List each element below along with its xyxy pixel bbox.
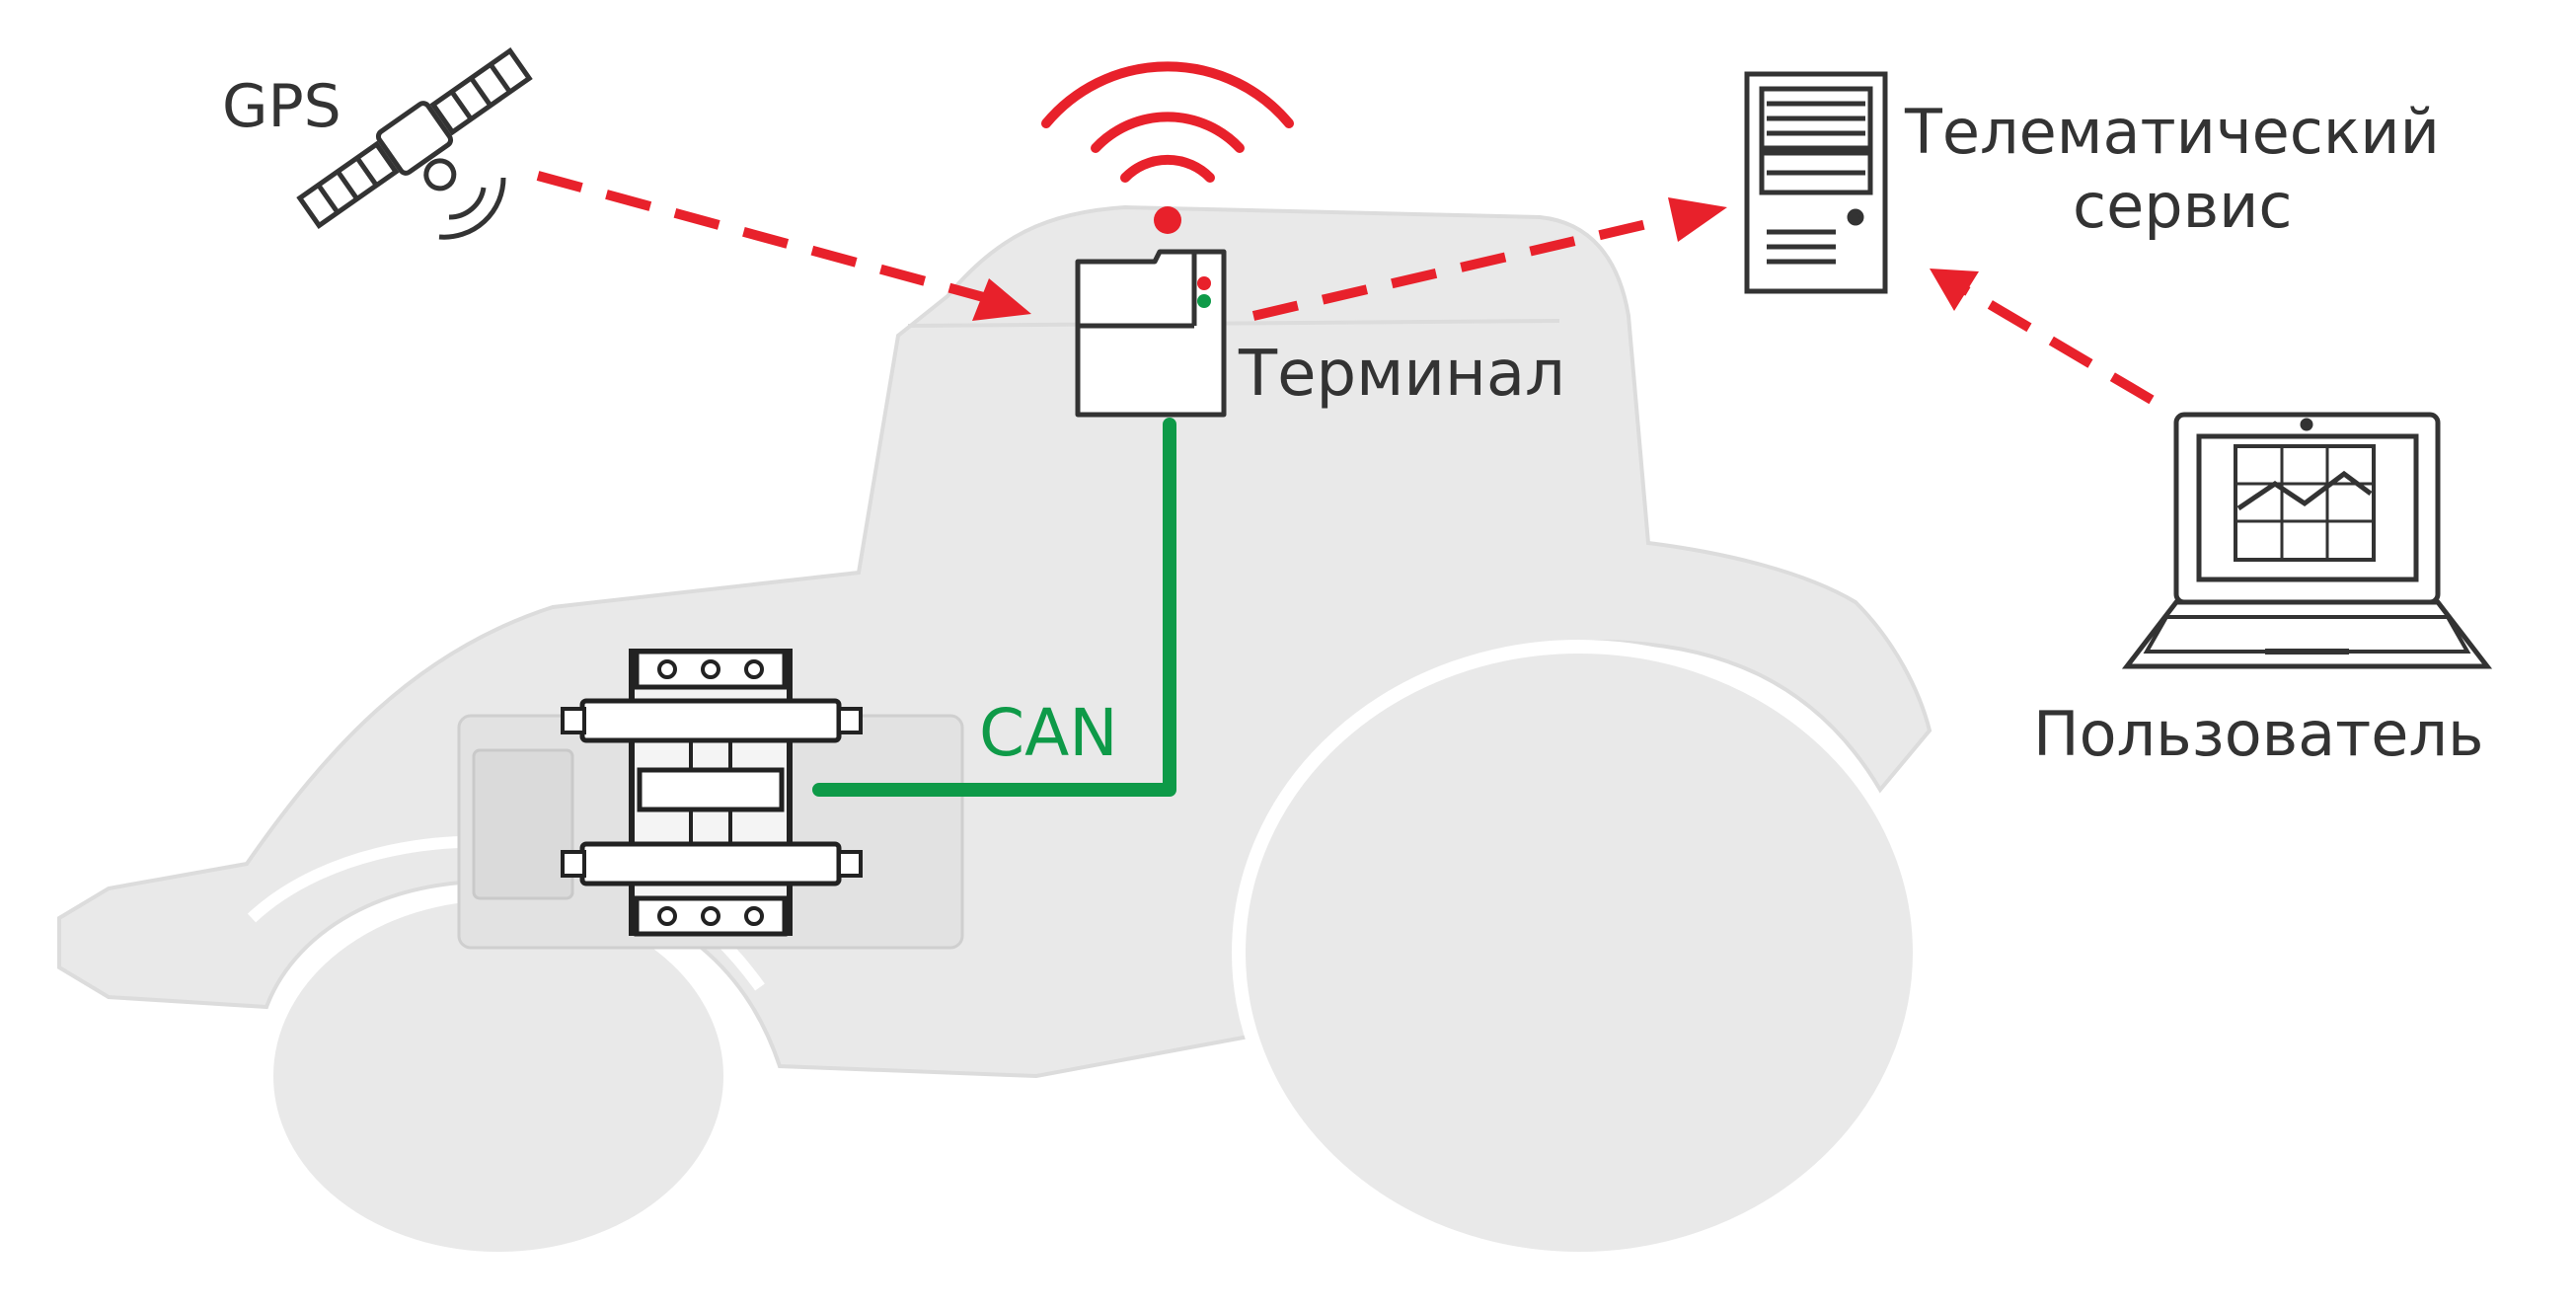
terminal-label: Терминал: [1238, 338, 1565, 411]
arrowhead-gps-to-terminal: [972, 278, 1031, 321]
service-label-line2: сервис: [2073, 170, 2293, 242]
arrow-user-to-service: [1956, 281, 2155, 405]
laptop-icon: [2121, 412, 2493, 669]
data-flow-arrows: [536, 171, 2155, 405]
user-label: Пользователь: [2033, 698, 2484, 770]
can-bus: CAN: [812, 418, 1176, 797]
gps-label: GPS: [222, 72, 341, 141]
arrowhead-terminal-to-service: [1668, 197, 1727, 242]
wifi-signal-icon: [1041, 61, 1294, 234]
service-label-line1: Телематический: [1904, 96, 2440, 168]
rear-wheel: [1232, 640, 1927, 1266]
arrow-gps-to-terminal: [536, 171, 989, 303]
can-label: CAN: [979, 695, 1118, 771]
arrowhead-user-to-service: [1930, 269, 1979, 311]
can-bus-line: [812, 418, 1176, 797]
terminal-device-icon: [1075, 249, 1227, 418]
server-icon: [1744, 71, 1888, 294]
satellite-icon: [296, 47, 533, 240]
tractor-cab-line: [907, 319, 1560, 328]
engine-icon: [457, 649, 964, 950]
arrowheads: [972, 197, 1979, 321]
